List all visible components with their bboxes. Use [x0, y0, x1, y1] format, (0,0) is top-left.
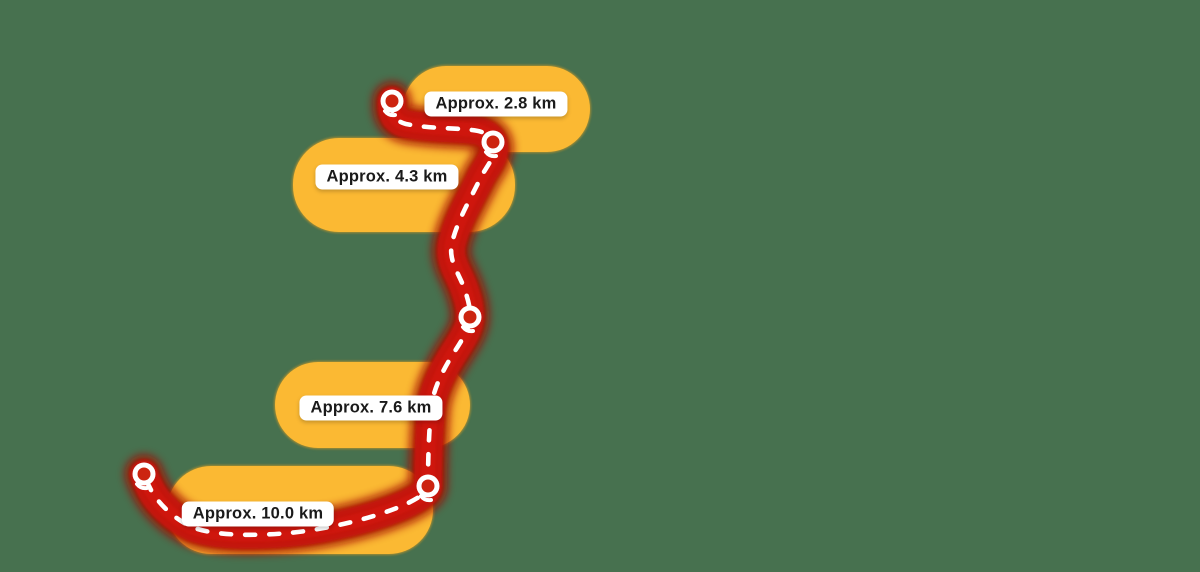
waypoint-pin-icon	[481, 130, 505, 159]
waypoint-pin-icon	[458, 305, 482, 334]
distance-label: Approx. 10.0 km	[181, 501, 335, 527]
distance-label: Approx. 2.8 km	[424, 91, 568, 117]
distance-label: Approx. 7.6 km	[299, 395, 443, 421]
distance-label: Approx. 4.3 km	[315, 164, 459, 190]
waypoint-pin-icon	[132, 462, 156, 491]
route-dashed-line	[141, 98, 497, 538]
waypoint-pin-icon	[380, 89, 404, 118]
waypoint-pin-icon	[416, 474, 440, 503]
